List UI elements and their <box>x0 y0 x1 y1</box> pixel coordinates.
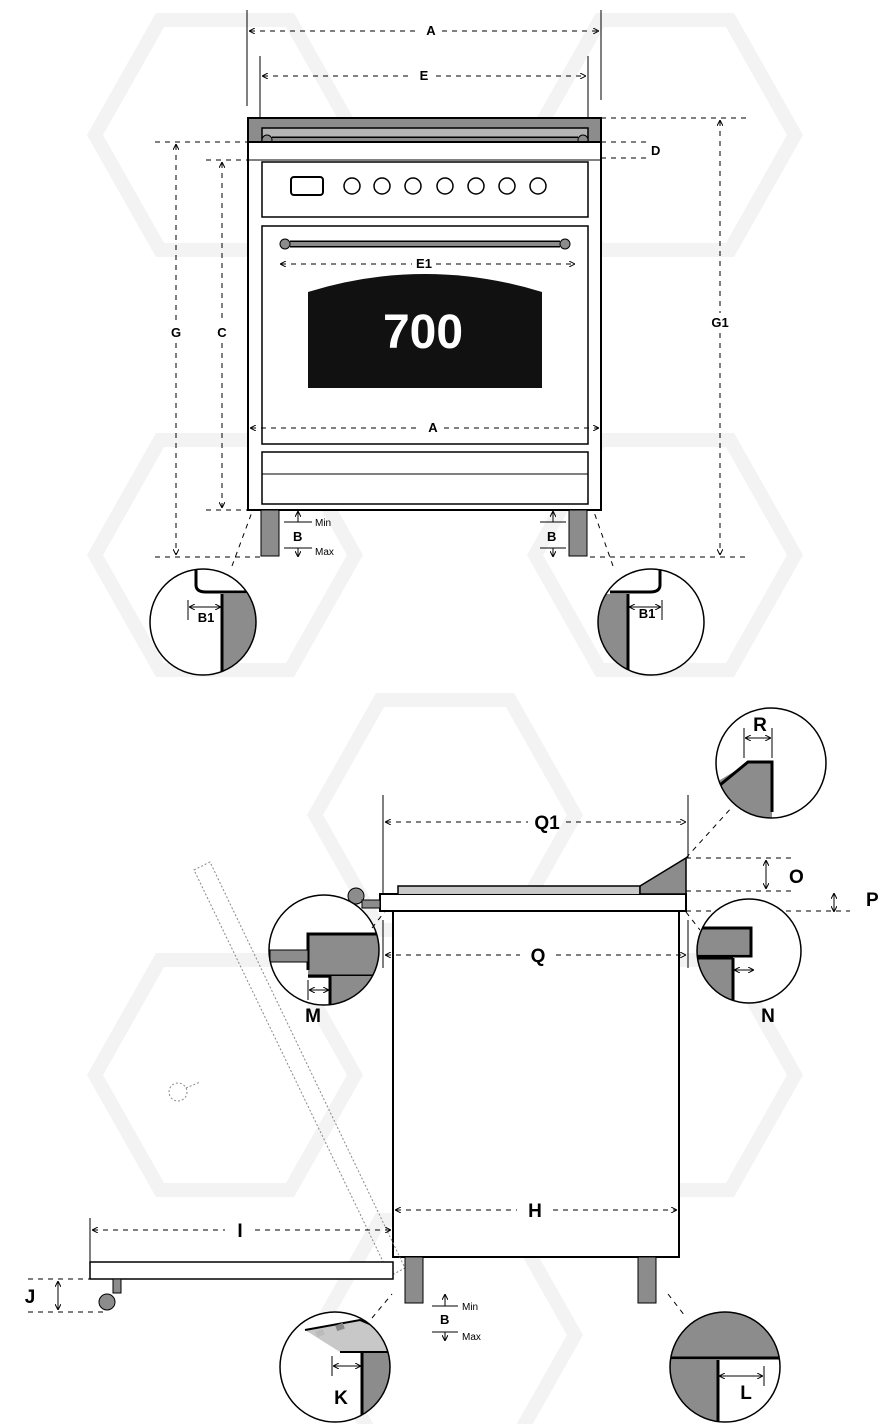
cooktop-side <box>379 893 687 912</box>
min-side-label: Min <box>462 1302 478 1313</box>
min-left-label: Min <box>315 518 331 529</box>
dim-N-label: N <box>761 1006 775 1027</box>
control-knobs <box>343 177 547 195</box>
dim-O-label: O <box>789 867 804 888</box>
dim-A-mid-label: A <box>428 420 438 435</box>
dim-I-label: I <box>237 1221 242 1242</box>
side-view: R Q1 O P Q <box>25 707 879 1423</box>
dim-H-label: H <box>528 1201 542 1222</box>
storage-drawer <box>261 451 589 505</box>
dim-M-label: M <box>305 1006 321 1027</box>
clock-display <box>290 176 324 196</box>
dim-G-label: G <box>171 325 181 340</box>
model-number: 700 <box>383 306 463 359</box>
backsplash <box>639 856 687 895</box>
leg-front-right <box>568 509 588 557</box>
detail-B1-left: B1 <box>149 568 257 676</box>
oven-window <box>308 274 542 388</box>
leg-side-back <box>637 1256 657 1304</box>
max-left-label: Max <box>315 547 334 558</box>
dim-B1-left-label: B1 <box>198 610 215 625</box>
detail-N: N <box>696 898 802 1027</box>
dim-L-label: L <box>740 1383 752 1404</box>
detail-K: K <box>279 1311 391 1423</box>
max-side-label: Max <box>462 1332 481 1343</box>
detail-L: L <box>669 1311 781 1423</box>
dim-Q1-label: Q1 <box>534 813 560 834</box>
dim-B-right-label: B <box>547 529 556 544</box>
door-open-flat <box>89 1261 394 1280</box>
dim-P-label: P <box>866 890 879 911</box>
cooker-side-body <box>392 910 680 1258</box>
dim-J-label: J <box>25 1287 36 1308</box>
dim-A-top-label: A <box>426 23 436 38</box>
front-view: A E D <box>149 10 750 676</box>
leg-front-left <box>260 509 280 557</box>
dim-G1-label: G1 <box>711 315 728 330</box>
dim-C-label: C <box>217 325 227 340</box>
dim-D-label: D <box>651 143 660 158</box>
leg-side-front <box>404 1256 424 1304</box>
dim-K-label: K <box>334 1388 348 1409</box>
dim-R-label: R <box>753 715 767 736</box>
dim-B-side-label: B <box>440 1312 449 1327</box>
detail-B1-right: B1 <box>597 568 705 676</box>
oven-door <box>261 225 589 445</box>
detail-R: R <box>715 707 827 819</box>
dim-E-label: E <box>420 68 429 83</box>
dim-B-left-label: B <box>293 529 302 544</box>
dim-B1-right-label: B1 <box>639 606 656 621</box>
dim-E1-label: E1 <box>416 256 432 271</box>
dim-Q-label: Q <box>531 946 546 967</box>
